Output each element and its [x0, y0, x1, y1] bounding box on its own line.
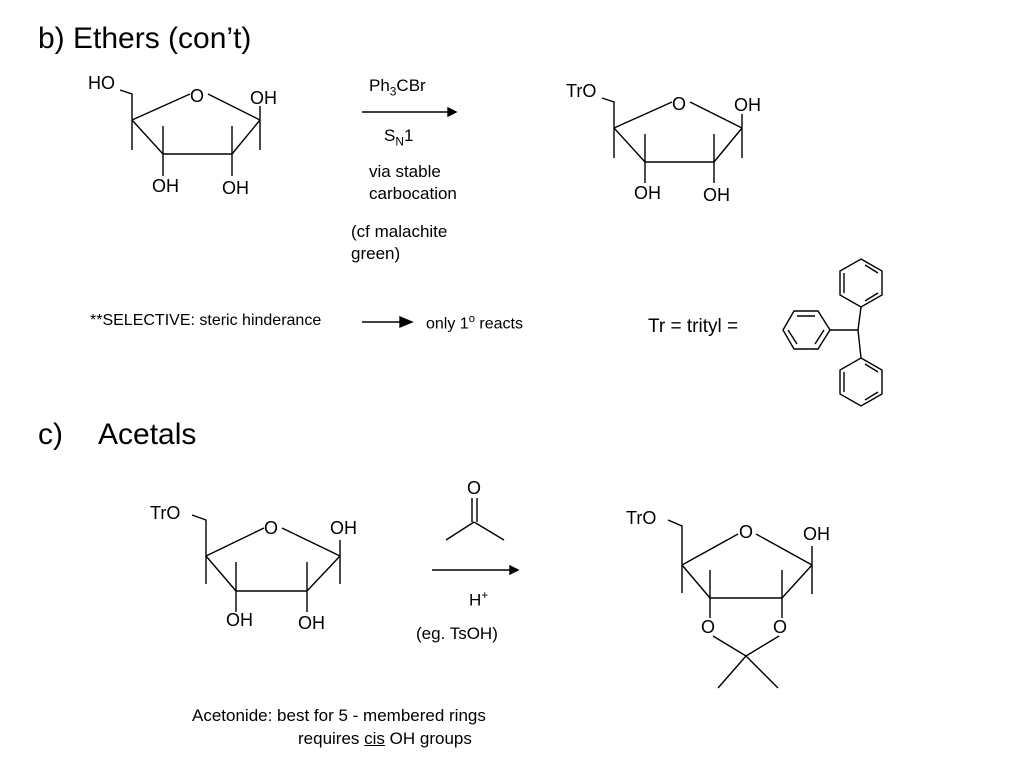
sm-oh-c2-label: OH	[152, 176, 179, 196]
acetal-sm-ring-o-label: O	[264, 518, 279, 538]
trityl-label: Tr = trityl =	[648, 316, 739, 337]
sm-ring-o-label: O	[190, 86, 205, 106]
ethers-product-sugar	[601, 97, 743, 183]
product-ring-o-label: O	[672, 94, 687, 114]
catalyst-h-plus: H+	[469, 588, 489, 610]
acetonide-tro-label: TrO	[626, 508, 657, 528]
catalyst-example: (eg. TsOH)	[416, 624, 498, 643]
product-tro-label: TrO	[566, 81, 597, 101]
acetals-starting-sugar	[191, 514, 341, 612]
green-text: green)	[351, 244, 401, 263]
acetonide-o-left-label: O	[701, 617, 716, 637]
only-primary-reacts: only 1o reacts	[426, 313, 523, 333]
acetonide-oh-label: OH	[803, 524, 830, 544]
acetone-structure	[445, 498, 505, 541]
sm-ho-label: HO	[88, 73, 115, 93]
ethers-section-title: b) Ethers (con’t)	[38, 22, 252, 55]
acetal-sm-tro-label: TrO	[150, 503, 181, 523]
acetonide-o-right-label: O	[773, 617, 788, 637]
product-oh-anomeric-label: OH	[734, 95, 761, 115]
acetone-o-label: O	[467, 478, 482, 498]
reagent-ph3cbr: Ph3CBr	[369, 76, 426, 99]
sm-oh-anomeric-label: OH	[250, 88, 277, 108]
reagent-sn1: SN1	[384, 126, 414, 149]
product-oh-c2-label: OH	[634, 183, 661, 203]
acetonide-product	[667, 519, 813, 689]
trityl-structure	[782, 258, 883, 407]
cis-requirement-note: requires cis OH groups	[298, 729, 472, 748]
acetals-section-label: c)	[38, 418, 63, 451]
acetal-sm-oh-anomeric-label: OH	[330, 518, 357, 538]
acetal-sm-oh-c2-label: OH	[226, 610, 253, 630]
product-oh-c3-label: OH	[703, 185, 730, 205]
acetals-reaction-arrow	[432, 564, 520, 576]
cf-malachite-text: (cf malachite	[351, 222, 448, 241]
acetonide-note: Acetonide: best for 5 - membered rings	[192, 706, 486, 725]
ethers-starting-sugar	[119, 89, 261, 176]
sm-oh-c3-label: OH	[222, 178, 249, 198]
acetal-sm-oh-c3-label: OH	[298, 613, 325, 633]
acetals-section-title: Acetals	[98, 418, 197, 451]
acetonide-ring-o-label: O	[739, 522, 754, 542]
selective-note: **SELECTIVE: steric hinderance	[90, 312, 322, 329]
via-stable-text: via stable	[369, 162, 441, 181]
selective-arrow	[362, 315, 414, 329]
ethers-reaction-arrow	[362, 106, 458, 118]
carbocation-text: carbocation	[369, 184, 457, 203]
